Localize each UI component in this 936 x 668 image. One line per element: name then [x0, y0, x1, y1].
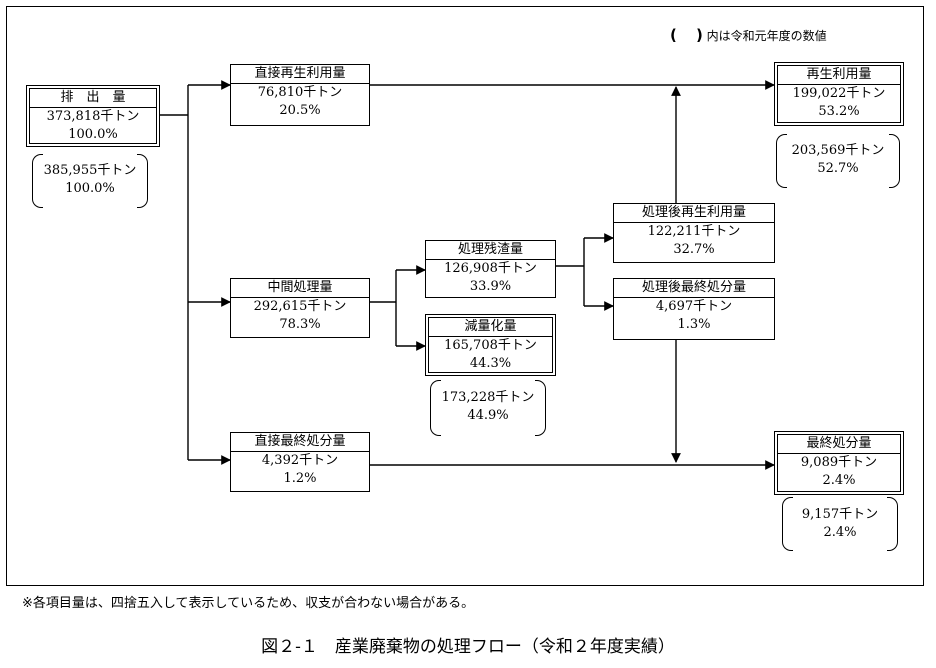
intermediate-title: 中間処理量 [231, 279, 369, 298]
recycle-previous: 203,569千トン 52.7% [776, 134, 900, 188]
emission-prev-pct: 100.0% [65, 181, 115, 196]
post-final-pct: 1.3% [677, 317, 711, 332]
reduction-prev-pct: 44.9% [467, 408, 509, 423]
post-final-title: 処理後最終処分量 [614, 279, 774, 298]
post-final-box: 処理後最終処分量 4,697千トン 1.3% [613, 278, 775, 340]
reduction-amount: 165,708千トン [444, 338, 537, 353]
direct-recycle-amount: 76,810千トン [257, 85, 343, 100]
final-prev-amount: 9,157千トン [801, 507, 879, 522]
direct-recycle-box: 直接再生利用量 76,810千トン 20.5% [230, 64, 370, 126]
legend-open-bracket: ( [670, 26, 677, 44]
intermediate-amount: 292,615千トン [253, 299, 347, 314]
legend: ( ) 内は令和元年度の数値 [670, 26, 827, 44]
direct-recycle-title: 直接再生利用量 [231, 65, 369, 84]
direct-final-pct: 1.2% [283, 471, 317, 486]
recycle-prev-amount: 203,569千トン [791, 143, 885, 158]
emission-pct: 100.0% [68, 127, 118, 142]
recycle-prev-pct: 52.7% [817, 161, 859, 176]
direct-recycle-pct: 20.5% [279, 103, 321, 118]
recycle-box: 再生利用量 199,022千トン 53.2% [774, 62, 904, 126]
diagram-frame [6, 6, 924, 586]
residue-box: 処理残渣量 126,908千トン 33.9% [425, 240, 556, 298]
emission-amount: 373,818千トン [46, 109, 140, 124]
emission-previous: 385,955千トン 100.0% [32, 154, 148, 208]
final-box: 最終処分量 9,089千トン 2.4% [774, 431, 904, 495]
residue-amount: 126,908千トン [444, 261, 537, 276]
footnote: ※各項目量は、四捨五入して表示しているため、収支が合わない場合がある。 [22, 596, 475, 611]
post-final-amount: 4,697千トン [655, 299, 733, 314]
final-prev-pct: 2.4% [823, 525, 857, 540]
direct-final-box: 直接最終処分量 4,392千トン 1.2% [230, 432, 370, 492]
recycle-title: 再生利用量 [778, 66, 900, 85]
reduction-box: 減量化量 165,708千トン 44.3% [425, 314, 556, 376]
direct-final-title: 直接最終処分量 [231, 433, 369, 452]
direct-final-amount: 4,392千トン [261, 453, 339, 468]
reduction-title: 減量化量 [429, 318, 552, 337]
legend-text: 内は令和元年度の数値 [706, 29, 827, 43]
emission-box: 排 出 量 373,818千トン 100.0% [26, 85, 160, 147]
post-recycle-title: 処理後再生利用量 [614, 204, 774, 223]
reduction-prev-amount: 173,228千トン [441, 390, 535, 405]
emission-title: 排 出 量 [30, 89, 156, 108]
recycle-pct: 53.2% [818, 104, 860, 119]
intermediate-pct: 78.3% [279, 317, 321, 332]
figure-caption: 図２-１ 産業廃棄物の処理フロー（令和２年度実績） [261, 637, 675, 657]
post-recycle-pct: 32.7% [673, 242, 715, 257]
emission-prev-amount: 385,955千トン [43, 163, 137, 178]
residue-pct: 33.9% [469, 279, 512, 294]
post-recycle-amount: 122,211千トン [647, 224, 741, 239]
intermediate-box: 中間処理量 292,615千トン 78.3% [230, 278, 370, 338]
final-amount: 9,089千トン [800, 455, 878, 470]
final-title: 最終処分量 [778, 435, 900, 454]
legend-close-bracket: ) [695, 26, 703, 44]
recycle-amount: 199,022千トン [792, 86, 886, 101]
final-previous: 9,157千トン 2.4% [782, 497, 898, 551]
post-recycle-box: 処理後再生利用量 122,211千トン 32.7% [613, 203, 775, 263]
reduction-pct: 44.3% [469, 356, 512, 371]
residue-title: 処理残渣量 [426, 241, 555, 260]
reduction-previous: 173,228千トン 44.9% [430, 380, 546, 436]
final-pct: 2.4% [822, 473, 856, 488]
